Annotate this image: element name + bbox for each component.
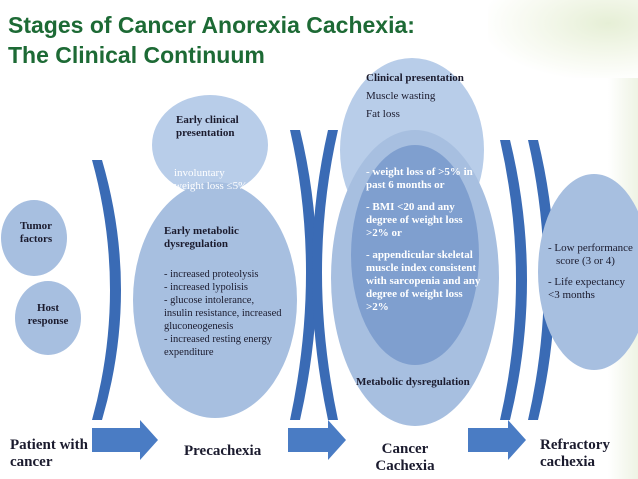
early-clinical-circle [152,95,268,195]
arc-3 [312,130,338,420]
arc-4 [500,140,527,420]
page-subtitle: The Clinical Continuum [8,42,265,68]
list-item: >2% [366,301,389,313]
clinical-presentation-list: Clinical presentation Muscle wasting Fat… [366,72,464,121]
list-item: expenditure [164,347,214,358]
arrow-3 [468,420,526,460]
list-item: score (3 or 4) [556,255,615,267]
criteria-circle [351,145,479,365]
refractory-list: - Low performance score (3 or 4) - Life … [548,242,633,302]
precachexia-circle [133,182,297,418]
list-item: <3 months [548,289,595,301]
list-item: insulin resistance, increased [164,308,282,319]
list-item: gluconeogenesis [164,321,234,332]
list-item: degree of weight loss [366,214,463,226]
early-clinical-heading: Early clinical presentation [176,114,239,139]
list-item [548,268,633,276]
cachexia-criteria-list: - weight loss of >5% in past 6 months or… [366,166,480,314]
list-item: with sarcopenia and any [366,275,481,287]
arc-5 [528,140,555,420]
list-item: past 6 months or [366,179,445,191]
metabolic-dysregulation-label: Metabolic dysregulation [356,376,470,388]
list-item: - increased resting energy [164,334,272,345]
early-metabolic-heading: Early metabolic dysregulation [164,225,239,250]
host-response-circle [15,281,81,355]
arc-1 [92,160,121,420]
host-response-label: Host response [27,302,69,327]
early-weight-loss: involuntary weight loss ≤5% [174,167,248,192]
list-item: Fat loss [366,108,400,120]
arc-2 [290,130,317,420]
list-item: - increased lypolisis [164,282,248,293]
arrow-1 [92,420,158,460]
tumor-factors-label: Tumor factors [19,220,53,245]
list-item: - BMI <20 and any [366,201,455,213]
clinical-presentation-heading: Clinical presentation [366,72,464,84]
list-item: muscle index consistent [366,262,476,274]
list-item: - weight loss of >5% in [366,166,473,178]
arrow-2 [288,420,346,460]
tumor-factors-circle [1,200,67,276]
list-item [366,192,480,201]
stage-patient-with-cancer: Patient with cancer [10,437,88,470]
list-item: - appendicular skeletal [366,249,473,261]
early-metabolic-list: - increased proteolysis - increased lypo… [164,268,282,359]
list-item: - Low performance [548,242,633,254]
list-item: - Life expectancy [548,276,625,288]
list-item [366,240,480,249]
list-item: >2% or [366,227,402,239]
stage-precachexia: Precachexia [184,443,262,459]
stage-cancer-cachexia: Cancer Cachexia [375,441,435,474]
title-bar [0,0,638,78]
list-item: - increased proteolysis [164,269,259,280]
list-item: degree of weight loss [366,288,463,300]
leaf-decoration [488,0,638,78]
stage-refractory-cachexia: Refractory cachexia [540,437,610,470]
page-title: Stages of Cancer Anorexia Cachexia: [8,12,415,38]
list-item: Muscle wasting [366,90,436,102]
list-item: - glucose intolerance, [164,295,255,306]
refractory-circle [538,174,638,370]
